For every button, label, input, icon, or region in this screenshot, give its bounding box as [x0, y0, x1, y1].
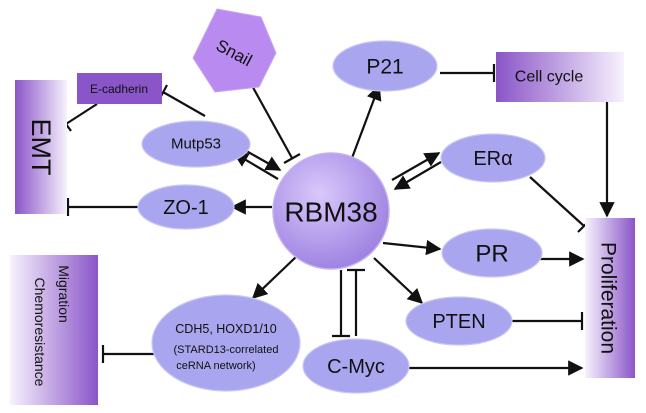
ecadherin-box: E-cadherin: [77, 73, 162, 104]
proliferation-box: Proliferation: [585, 218, 635, 378]
mutp53-node: Mutp53: [141, 120, 251, 168]
pten-node: PTEN: [405, 296, 513, 346]
emt-box: EMT: [15, 80, 67, 214]
cellcycle-box-bg: [496, 52, 624, 102]
mutp53-shape: [141, 120, 251, 168]
zo1-node: ZO-1: [137, 184, 235, 230]
edge-snail-rbm38: [249, 81, 293, 159]
ecadherin-box-bg: [77, 73, 162, 104]
ecadherin-label: E-cadherin: [90, 82, 148, 96]
pten-label: PTEN: [432, 311, 485, 333]
cdh5-label-line2: (STARD13-correlated: [174, 344, 279, 356]
edge-mutp53-rbm38-b: [232, 152, 279, 180]
migration-box: Migration Chemoresistance: [10, 255, 98, 405]
mutp53-label: Mutp53: [171, 136, 221, 153]
chemoresistance-label: Chemoresistance: [32, 278, 48, 387]
cellcycle-label: Cell cycle: [515, 69, 584, 86]
era-node: ERα: [440, 133, 546, 183]
edge-era-prolif: [529, 176, 585, 227]
pr-shape: [441, 228, 543, 278]
emt-label: EMT: [26, 119, 56, 176]
cdh5-label-line3: ceRNA network): [176, 360, 255, 372]
proliferation-label: Proliferation: [597, 242, 620, 354]
edge-mutp53-ecad: [162, 91, 206, 117]
p21-label: P21: [366, 56, 403, 79]
cdh5-label-line1: CDH5, HOXD1/10: [175, 322, 276, 336]
edge-snail-rbm38-bar: [283, 153, 301, 164]
era-shape: [440, 133, 546, 183]
zo1-label: ZO-1: [163, 197, 209, 219]
edge-rbm38-pr: [382, 239, 442, 256]
migration-box-bg: [10, 255, 98, 405]
cellcycle-box: Cell cycle: [496, 52, 624, 102]
edge-rbm38-cdh5: [251, 254, 299, 300]
edge-rbm38-pten: [373, 257, 424, 305]
pten-shape: [405, 296, 513, 346]
pr-label: PR: [475, 241, 508, 268]
cmyc-shape: [302, 338, 410, 394]
p21-shape: [332, 40, 438, 92]
edge-rbm38-p21: [350, 84, 382, 159]
cdh5-shape: [151, 294, 301, 392]
era-label: ERα: [473, 148, 512, 170]
rbm38-shape: [272, 152, 390, 270]
rbm38-node: RBM38: [272, 152, 390, 270]
zo1-shape: [137, 184, 235, 230]
pr-node: PR: [441, 228, 543, 278]
snail-shape: [192, 8, 277, 93]
p21-node: P21: [332, 40, 438, 92]
edge-era-rbm38-b: [393, 161, 442, 190]
proliferation-box-bg: [585, 218, 635, 378]
migration-label: Migration: [56, 265, 72, 323]
cmyc-label: C-Myc: [327, 356, 385, 378]
cmyc-node: C-Myc: [302, 338, 410, 394]
cdh5-node: CDH5, HOXD1/10 (STARD13-correlated ceRNA…: [151, 294, 301, 392]
rbm38-label: RBM38: [284, 197, 377, 228]
edge-ecad-emt: [65, 103, 98, 125]
emt-box-bg: [15, 80, 67, 214]
snail-node: Snail: [192, 8, 277, 93]
